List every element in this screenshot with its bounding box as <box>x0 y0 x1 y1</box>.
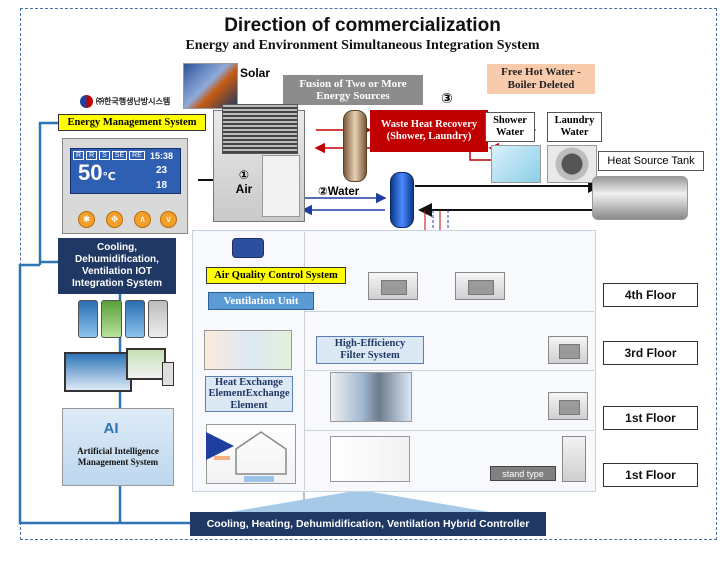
laundry-water-label: Laundry Water <box>547 112 602 142</box>
floor-divider-3 <box>304 430 594 431</box>
house-diagram <box>206 431 287 482</box>
page-subtitle: Energy and Environment Simultaneous Inte… <box>185 38 540 53</box>
floor-label-1st-a: 1st Floor <box>603 406 698 430</box>
controller-time: 15:38 <box>150 151 174 161</box>
expansion-tank <box>390 172 414 228</box>
solar-label: Solar <box>240 66 271 80</box>
controller-right-b: 18 <box>156 180 168 191</box>
air-unit-label: ① Air <box>235 168 253 197</box>
floor-label-3rd: 3rd Floor <box>603 341 698 365</box>
heat-source-tank-label: Heat Source Tank <box>598 151 704 171</box>
controller-mode-r1[interactable]: R <box>73 151 85 160</box>
floor-label-1st-b: 1st Floor <box>603 463 698 487</box>
water-label: ②Water <box>318 186 360 198</box>
air-quality-control-label: Air Quality Control System <box>206 267 346 284</box>
controller-key-1[interactable]: ✱ <box>78 211 95 228</box>
controller-mode-r2[interactable]: R <box>86 151 98 160</box>
controller-temp-value: 50 <box>78 160 103 185</box>
floor-divider-1 <box>304 311 594 312</box>
fusion-energy-box: Fusion of Two or More Energy Sources <box>283 75 423 105</box>
shower-image <box>491 145 541 183</box>
ai-management-label: Artificial Intelligence Management Syste… <box>77 446 159 467</box>
cassette-4f-left <box>368 272 418 300</box>
controller-key-down[interactable]: ∨ <box>160 211 177 228</box>
waste-heat-recovery-box: Waste Heat Recovery (Shower, Laundry) <box>370 110 488 152</box>
ai-management-panel <box>62 408 174 486</box>
outdoor-unit-panel <box>262 155 300 217</box>
heat-source-tank-image <box>592 176 688 220</box>
ventilation-unit-label: Ventilation Unit <box>208 292 314 310</box>
controller-screen <box>70 148 181 194</box>
energy-management-system-label: Energy Management System <box>58 114 206 131</box>
cooling-iot-system-box: Cooling, Dehumidification, Ventilation I… <box>58 238 176 294</box>
heat-exchange-label: Heat Exchange ElementExchange Element <box>205 376 293 412</box>
company-emblem <box>232 238 264 258</box>
laundry-machine-image <box>547 145 597 183</box>
ai-badge: AI <box>103 420 119 437</box>
smartphone-devices <box>78 300 168 338</box>
controller-key-2[interactable]: ✥ <box>106 211 123 228</box>
marker-3: ③ <box>441 90 453 106</box>
controller-key-up[interactable]: ∧ <box>134 211 151 228</box>
cassette-3f <box>548 336 588 364</box>
company-logo <box>80 95 93 108</box>
controller-temp-unit: ℃ <box>102 171 116 183</box>
high-efficiency-filter-label: High-Efficiency Filter System <box>316 336 424 364</box>
filter-system-image <box>330 372 412 422</box>
stand-type-label: stand type <box>490 466 556 481</box>
floor-label-4th: 4th Floor <box>603 283 698 307</box>
controller-temp: 50℃ <box>78 160 116 186</box>
shower-water-label: Shower Water <box>485 112 535 142</box>
controller-mode-re[interactable]: RE <box>129 151 145 160</box>
stand-type-unit <box>562 436 586 482</box>
controller-mode-se[interactable]: SE <box>111 151 128 160</box>
controller-right-a: 23 <box>156 165 168 176</box>
desktop-tablet-devices <box>64 348 174 396</box>
floor-divider-2 <box>304 370 594 371</box>
outdoor-unit-fan-grille <box>222 104 298 154</box>
ventilation-diagram-image <box>204 330 292 370</box>
page-title: Direction of commercialization <box>224 15 501 36</box>
building-inner-right <box>304 232 594 490</box>
cassette-1f <box>548 392 588 420</box>
stand-type-diagram-image <box>330 436 410 482</box>
hot-water-storage-tank <box>343 110 367 182</box>
controller-mode-buttons: R R S SE RE <box>73 151 145 160</box>
company-name: ㈜한국행생난방시스템 <box>96 97 171 106</box>
hybrid-controller-bar: Cooling, Heating, Dehumidification, Vent… <box>190 512 546 536</box>
free-hot-water-box: Free Hot Water - Boiler Deleted <box>487 64 595 94</box>
solar-panel-image <box>183 63 238 109</box>
cassette-4f-right <box>455 272 505 300</box>
controller-mode-s[interactable]: S <box>99 151 110 160</box>
